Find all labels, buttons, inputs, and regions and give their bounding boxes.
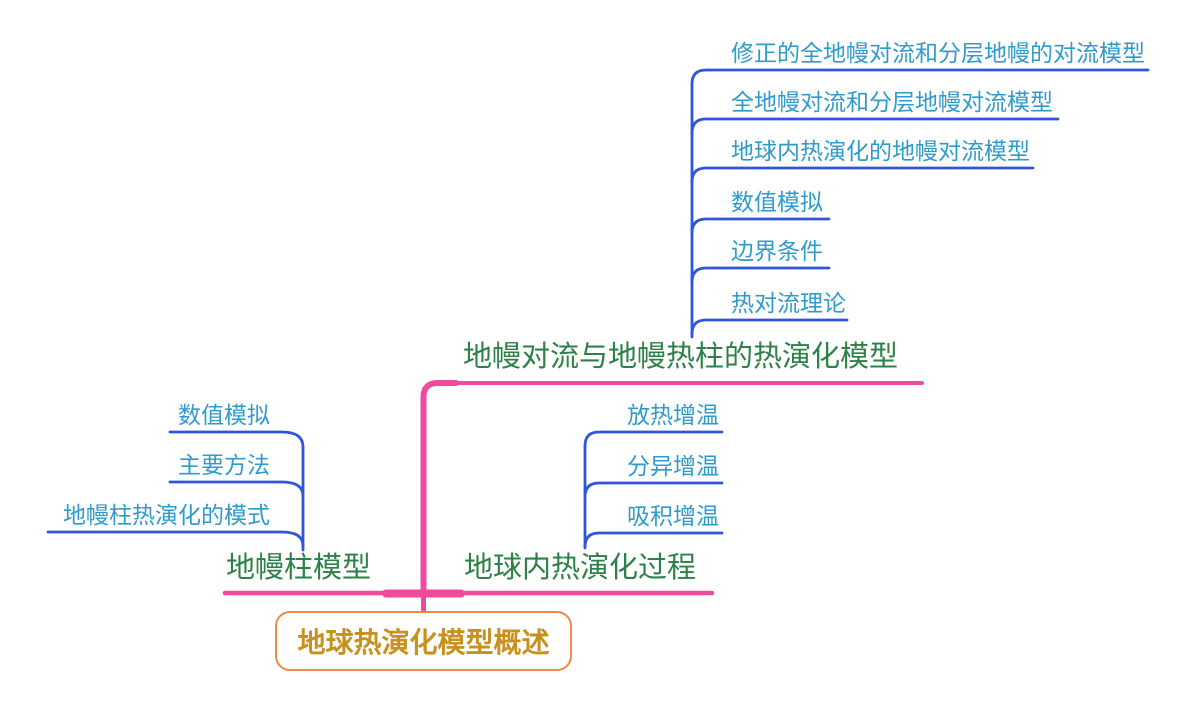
edge-top-child-6	[690, 318, 849, 336]
branch-1-child-4[interactable]: 数值模拟	[731, 189, 823, 215]
branch-2-child-3[interactable]: 地幔柱热演化的模式	[63, 502, 270, 528]
branch-2-child-2[interactable]: 主要方法	[178, 452, 270, 478]
edge-top-child-1	[690, 68, 1150, 86]
branch-3-child-1[interactable]: 放热增温	[627, 402, 719, 428]
edge-left-child-3	[46, 530, 305, 548]
edge-top-child-3	[690, 166, 1035, 184]
edge-left-child-2	[168, 480, 305, 498]
edge-middle-child-1	[583, 430, 724, 448]
edge-top-child-2	[690, 117, 1060, 135]
edge-top-child-5	[690, 266, 831, 284]
branch-1-child-3[interactable]: 地球内热演化的地幔对流模型	[731, 138, 1030, 164]
branch-3-child-3[interactable]: 吸积增温	[627, 503, 719, 529]
root-node[interactable]: 地球热演化模型概述	[275, 611, 572, 671]
branch-3-child-2[interactable]: 分异增温	[627, 453, 719, 479]
root-node-label: 地球热演化模型概述	[297, 627, 550, 658]
edge-left-child-1	[168, 430, 305, 449]
branch-label-earth-internal-heat-evolution[interactable]: 地球内热演化过程	[464, 552, 697, 584]
edge-middle-child-3	[583, 531, 724, 549]
branch-1-child-2[interactable]: 全地幔对流和分层地幔对流模型	[731, 89, 1053, 115]
branch-1-child-1[interactable]: 修正的全地幔对流和分层地幔的对流模型	[731, 40, 1145, 66]
branch-2-child-1[interactable]: 数值模拟	[178, 402, 270, 428]
branch-1-child-5[interactable]: 边界条件	[731, 238, 823, 264]
edge-top-child-4	[690, 217, 831, 235]
branch-1-child-6[interactable]: 热对流理论	[731, 290, 846, 316]
branch-label-mantle-convection-plume-model[interactable]: 地幔对流与地幔热柱的热演化模型	[463, 341, 899, 373]
branch-label-mantle-plume-model[interactable]: 地幔柱模型	[226, 552, 372, 584]
edge-root-to-top-branch	[420, 380, 459, 599]
edge-middle-child-2	[583, 481, 724, 499]
